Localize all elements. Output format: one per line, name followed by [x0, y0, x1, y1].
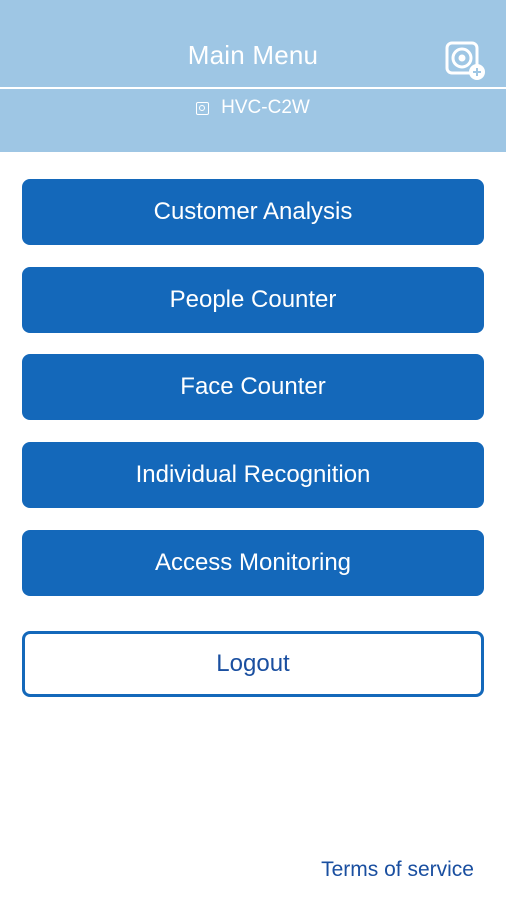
header-divider: [0, 87, 506, 89]
device-icon: [196, 101, 210, 115]
page-title: Main Menu: [187, 40, 319, 70]
terms-of-service-link[interactable]: Terms of service: [321, 858, 474, 881]
device-name: HVC-C2W: [221, 97, 310, 118]
device-indicator: HVC-C2W: [0, 95, 506, 121]
individual-recognition-button[interactable]: Individual Recognition: [22, 442, 484, 508]
people-counter-button[interactable]: People Counter: [22, 267, 484, 333]
customer-analysis-button[interactable]: Customer Analysis: [22, 179, 484, 245]
face-counter-button[interactable]: Face Counter: [22, 354, 484, 420]
logout-button[interactable]: Logout: [22, 631, 484, 697]
header-bar: Main Menu HVC-C2W: [0, 0, 506, 152]
access-monitoring-button[interactable]: Access Monitoring: [22, 530, 484, 596]
camera-add-icon[interactable]: [444, 40, 486, 82]
